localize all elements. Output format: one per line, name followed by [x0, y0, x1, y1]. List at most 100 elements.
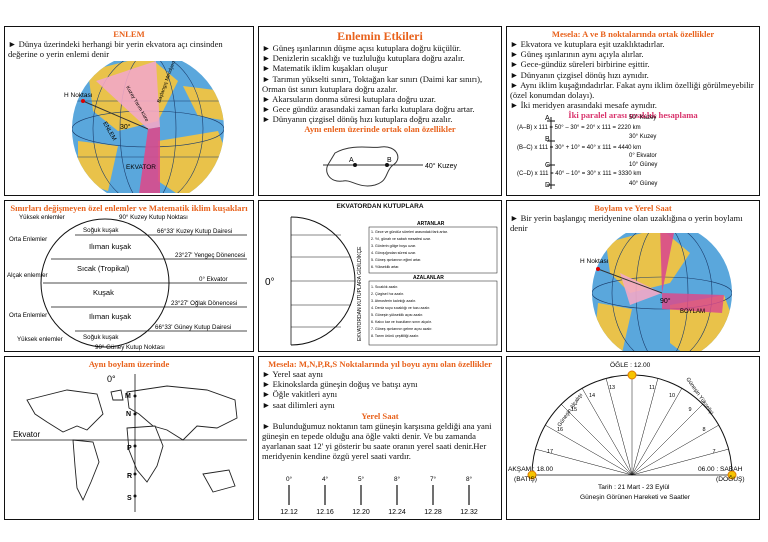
hour-right: 9: [688, 407, 691, 413]
ortak-subtitle: İki paralel arası uzaklık hesaplama: [568, 110, 698, 121]
meridian-degree: 0°: [286, 475, 293, 483]
calc-bc: (B–C) x 111 = 30° + 10° = 40° x 111 = 44…: [517, 145, 641, 151]
hour-left: 13: [609, 385, 615, 391]
ekvatordan-zero: 0°: [265, 277, 275, 288]
ortak-item: ► Aynı iklim kuşağındadırlar. Fakat aynı…: [510, 79, 754, 100]
meridian-degree: 4°: [322, 475, 329, 483]
svg-text:B: B: [545, 136, 550, 143]
cell-enlem: ENLEM ► Dünya üzerindeki herhangi bir ye…: [4, 26, 254, 196]
kusak-kutup-s: 90° Güney Kutup Noktası: [95, 344, 165, 351]
meridian-times: 0° 4° 5° 8° 7° 8° 12.12 12.16 12.20 12.2…: [280, 475, 478, 516]
mnprs-item: ► Yerel saat aynı: [262, 369, 324, 380]
ortak-item: ► İki meridyen arasındaki mesafe aynıdır…: [510, 99, 657, 110]
etkiler-item: ► Gece gündüz arasındaki zaman farkı kut…: [262, 104, 475, 114]
sun-dogus: (DOĞUŞ): [716, 474, 745, 483]
enlem-title: ENLEM: [113, 29, 145, 39]
enlem-text: ► Dünya üzerindeki herhangi bir yerin ek…: [8, 39, 223, 60]
azalanlar-item: 1. Sıcaklık azalır.: [371, 285, 398, 289]
azalanlar-item: 5. Güneşin yükseklik açısı azalır.: [371, 313, 423, 317]
kusak-daire-n: 66°33' Kuzey Kutup Dairesi: [157, 228, 232, 235]
sun-ogle: ÖĞLE : 12.00: [610, 360, 651, 369]
mnprs-item: ► Öğle vakitleri aynı: [262, 389, 338, 400]
kusak-daire-s: 66°33' Güney Kutup Dairesi: [155, 324, 231, 331]
meridian-time: 12.20: [352, 509, 370, 516]
kusaklar-diagram: Yüksek enlemler 90° Kuzey Kutup Noktası …: [7, 214, 247, 351]
kusak-iliman1: Ilıman kuşak: [89, 242, 131, 251]
ekvatordan-vertical: EKVATORDAN KUTUPLARA GİDİLDİKÇE: [356, 246, 363, 341]
yerel-saat-text: ► Bulunduğumuz noktanın tam güneşin karş…: [262, 420, 492, 462]
point-m: M: [125, 393, 131, 400]
ayni-boylam-zero: 0°: [107, 374, 116, 384]
etkiler-map-b: B: [387, 157, 392, 164]
etkiler-item: ► Tarımın yükselti sınırı, Toktağan kar …: [262, 73, 483, 94]
artanlar-title: ARTANLAR: [417, 221, 445, 227]
azalanlar-item: 7. Güneş ışınlarının gelme açısı azalır.: [371, 327, 432, 331]
azalanlar-item: 8. Tarım ürünü çeşitliliği azalır.: [371, 334, 419, 338]
cell-etkiler: Enlemin Etkileri ► Güneş ışınlarının düş…: [258, 26, 502, 196]
azalanlar-item: 3. Atmosferin kalınlığı azalır.: [371, 299, 416, 303]
hour-right: 10: [669, 393, 675, 399]
kusak-sicak: Sıcak (Tropikal): [77, 264, 130, 273]
artanlar-item: 1. Gece ve gündüz süreleri arasındaki fa…: [371, 230, 448, 234]
boylam-globe: H Noktası 90° BOYLAM: [580, 233, 732, 351]
ortak-item: ► Dünyanın çizgisel dönüş hızı aynıdır.: [510, 69, 649, 80]
etkiler-item: ► Güneş ışınlarının düşme açısı kutuplar…: [262, 43, 461, 54]
kusak-soguk2: Soğuk kuşak: [83, 334, 119, 341]
sun-tarih: Tarih : 21 Mart - 23 Eylül: [598, 484, 670, 491]
meridian-time: 12.28: [424, 509, 442, 516]
cell-mnprs: Mesela: M,N,P,R,S Noktalarında yıl boyu …: [258, 356, 502, 520]
yerel-saat-title: Yerel Saat: [361, 410, 399, 421]
kusak-soguk1: Soğuk kuşak: [83, 227, 119, 234]
calc-ab: (A–B) x 111 = 50° – 30° = 20° x 111 = 22…: [517, 125, 641, 131]
meridian-degree: 8°: [466, 475, 473, 483]
kusak-yuksek1: Yüksek enlemler: [19, 214, 65, 221]
cell-boylam: Boylam ve Yerel Saat ► Bir yerin başlang…: [506, 200, 760, 352]
kusak-yengec: 23°27' Yengeç Dönencesi: [175, 252, 245, 259]
boylam-title: Boylam ve Yerel Saat: [594, 203, 672, 213]
calc-d-label: 40° Güney: [629, 181, 657, 187]
artanlar-item: 2. Yıl, günah ve sabah mesafesi uzar.: [371, 237, 431, 241]
point-n: N: [126, 411, 131, 418]
kusaklar-title: Sınırları değişmeyen özel enlemler ve Ma…: [10, 203, 248, 213]
meridian-degree: 5°: [358, 475, 365, 483]
sun-batis: (BATIŞ): [514, 476, 537, 483]
sun-caption: Güneşin Görünen Hareketi ve Saatler: [580, 494, 691, 501]
boylam-globe-h: H Noktası: [580, 258, 609, 265]
ortak-title: Mesela: A ve B noktalarında ortak özelli…: [551, 29, 715, 39]
enlem-globe-equator: EKVATOR: [126, 164, 156, 171]
ortak-item: ► Ekvatora ve kutuplara eşit uzaklıktadı…: [510, 39, 665, 50]
ortak-item: ► Güneş ışınlarının aynı açıyla alırlar.: [510, 49, 644, 60]
etkiler-map: A B 40° Kuzey: [323, 146, 457, 187]
point-p: P: [127, 445, 132, 452]
calc-c-label: 10° Güney: [629, 162, 657, 168]
artanlar-item: 6. Yükseklik artar.: [371, 265, 399, 269]
meridian-time: 12.16: [316, 509, 334, 516]
meridian-time: 12.32: [460, 509, 478, 516]
calc-cd: (C–D) x 111 = 40° – 10° = 30° x 111 = 33…: [517, 171, 641, 177]
azalanlar-title: AZALANLAR: [413, 275, 444, 281]
etkiler-subtitle: Aynı enlem üzerinde ortak olan özellikle…: [304, 124, 456, 135]
kusak-alcak: Alçak enlemler: [7, 272, 48, 279]
etkiler-map-lat: 40° Kuzey: [425, 162, 457, 170]
artanlar-item: 5. Güneş ışınlarının eğimi artar.: [371, 258, 421, 262]
world-map: 0° Ekvator M N P R S: [11, 374, 247, 512]
cell-saat: ÖĞLE : 12.00 Güneşin Alçalışı Güneşin Yü…: [506, 356, 760, 520]
azalanlar-item: 6. Kalıcı kar ve buzulların sınırı alçal…: [371, 320, 432, 324]
boylam-text: ► Bir yerin başlangıç meridyenine olan u…: [510, 213, 743, 234]
ortak-item: ► Gece-gündüz süreleri birbirine eşittir…: [510, 59, 650, 70]
ayni-boylam-title: Aynı boylam üzerinde: [88, 359, 170, 369]
boylam-globe-angle: 90°: [660, 297, 671, 305]
cell-kusaklar: Sınırları değişmeyen özel enlemler ve Ma…: [4, 200, 254, 352]
svg-text:A: A: [545, 115, 550, 122]
kusak-iliman2: Ilıman kuşak: [89, 312, 131, 321]
hour-left: 16: [557, 427, 563, 433]
enlem-globe-angle: 30°: [120, 123, 131, 131]
sun-aksam: AKŞAM : 18.00: [508, 466, 553, 473]
calc-eq: 0° Ekvator: [629, 153, 657, 159]
ortak-calc: 50° Kuzey A (A–B) x 111 = 50° – 30° = 20…: [517, 115, 657, 189]
mnprs-title: Mesela: M,N,P,R,S Noktalarında yıl boyu …: [268, 359, 492, 369]
etkiler-item: ► Akarsuların donma süresi kutuplara doğ…: [262, 93, 436, 104]
kusak-kutup-n: 90° Kuzey Kutup Noktası: [119, 214, 188, 221]
artanlar-item: 4. Günışığından süresi uzar.: [371, 251, 416, 255]
sun-sabah: 06.00 : SABAH: [698, 466, 743, 473]
